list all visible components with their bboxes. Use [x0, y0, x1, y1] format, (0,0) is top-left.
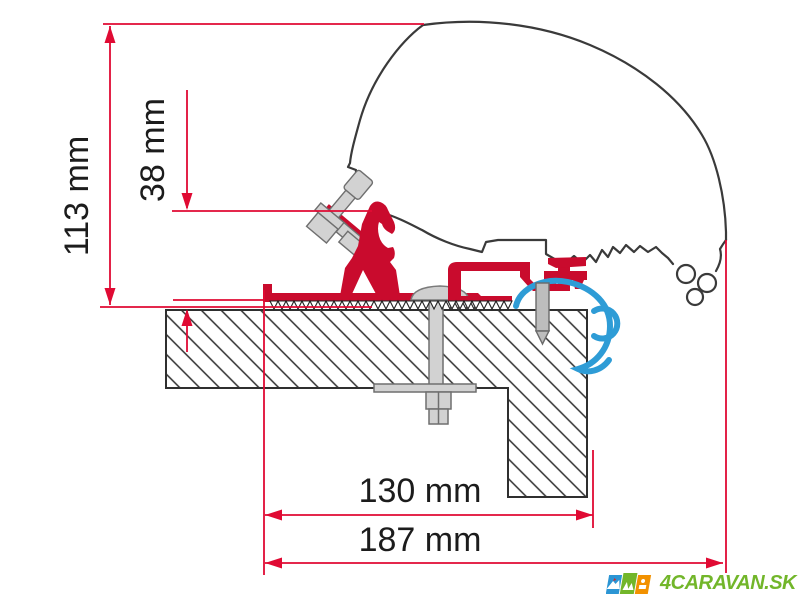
- logo-tree-1: [622, 582, 629, 590]
- logo-flag: [613, 578, 617, 581]
- right-profile-riser-bar: [448, 262, 522, 302]
- arrow-38-up: [181, 309, 193, 326]
- logo-tree-2: [627, 583, 634, 590]
- watermark-text: 4CARAVAN.SK: [660, 572, 797, 594]
- dim-label-187: 187 mm: [359, 521, 482, 559]
- roof-section: [165, 309, 588, 498]
- arrow-130-left: [265, 509, 282, 521]
- watermark-logo: 4CARAVAN.SK: [606, 570, 797, 597]
- dim-label-113: 113 mm: [58, 136, 96, 256]
- fixing-screw: [534, 282, 551, 346]
- rail-outer-arc: [513, 277, 614, 375]
- roof-bolt-assembly: [373, 299, 477, 425]
- caravan-body-outline: [346, 20, 728, 307]
- dimensions: 113 mm 38 mm 130 mm 187 mm: [58, 23, 727, 575]
- caravan-front-edge: [346, 23, 425, 180]
- caravan-rail-bead-1: [675, 263, 697, 285]
- dim-label-130: 130 mm: [359, 472, 482, 510]
- arrow-130-right: [576, 509, 593, 521]
- fixing-screw-tip: [534, 330, 551, 346]
- caravan-roof-curve: [421, 20, 728, 242]
- arrow-113-up: [104, 26, 116, 43]
- caravan-rail-curls: [714, 238, 728, 273]
- clamp-top-tab: [343, 169, 374, 200]
- dimension-arrowheads: [104, 26, 723, 569]
- arrow-187-left: [265, 557, 282, 569]
- roof-hatched-block: [165, 309, 588, 498]
- mountain-panels-icon: [606, 573, 652, 594]
- rail-inner-curl: [591, 305, 621, 342]
- logo-sun-dot: [641, 579, 646, 583]
- caravan-skirt-line: [381, 211, 675, 266]
- right-profile-wings: [544, 271, 587, 280]
- logo-panel-green: [619, 573, 638, 594]
- logo-mountain: [606, 580, 620, 589]
- right-profile-top-strip: [548, 257, 586, 268]
- adapter-bracket-left: [263, 169, 481, 311]
- serrated-strip-right: [447, 299, 513, 311]
- bracket-claw-tower: [340, 201, 400, 296]
- dim-label-38: 38 mm: [134, 98, 172, 202]
- fixing-screw-shaft: [535, 282, 550, 332]
- arrow-38-down: [181, 193, 193, 210]
- right-profile-step: [520, 262, 560, 291]
- clamp-bolt-head: [305, 211, 340, 244]
- arrow-113-down: [104, 288, 116, 305]
- logo-panel-orange: [634, 575, 652, 594]
- logo-caravan-shape: [638, 585, 647, 589]
- arrow-187-right: [706, 557, 723, 569]
- caravan-rail-bead-3: [685, 287, 705, 307]
- threaded-rod: [428, 299, 444, 391]
- awning-lead-rail: [513, 277, 621, 375]
- caravan-rail-bead-2: [696, 272, 718, 294]
- backing-plate: [373, 383, 477, 393]
- dimension-labels: 113 mm 38 mm 130 mm 187 mm: [58, 98, 481, 559]
